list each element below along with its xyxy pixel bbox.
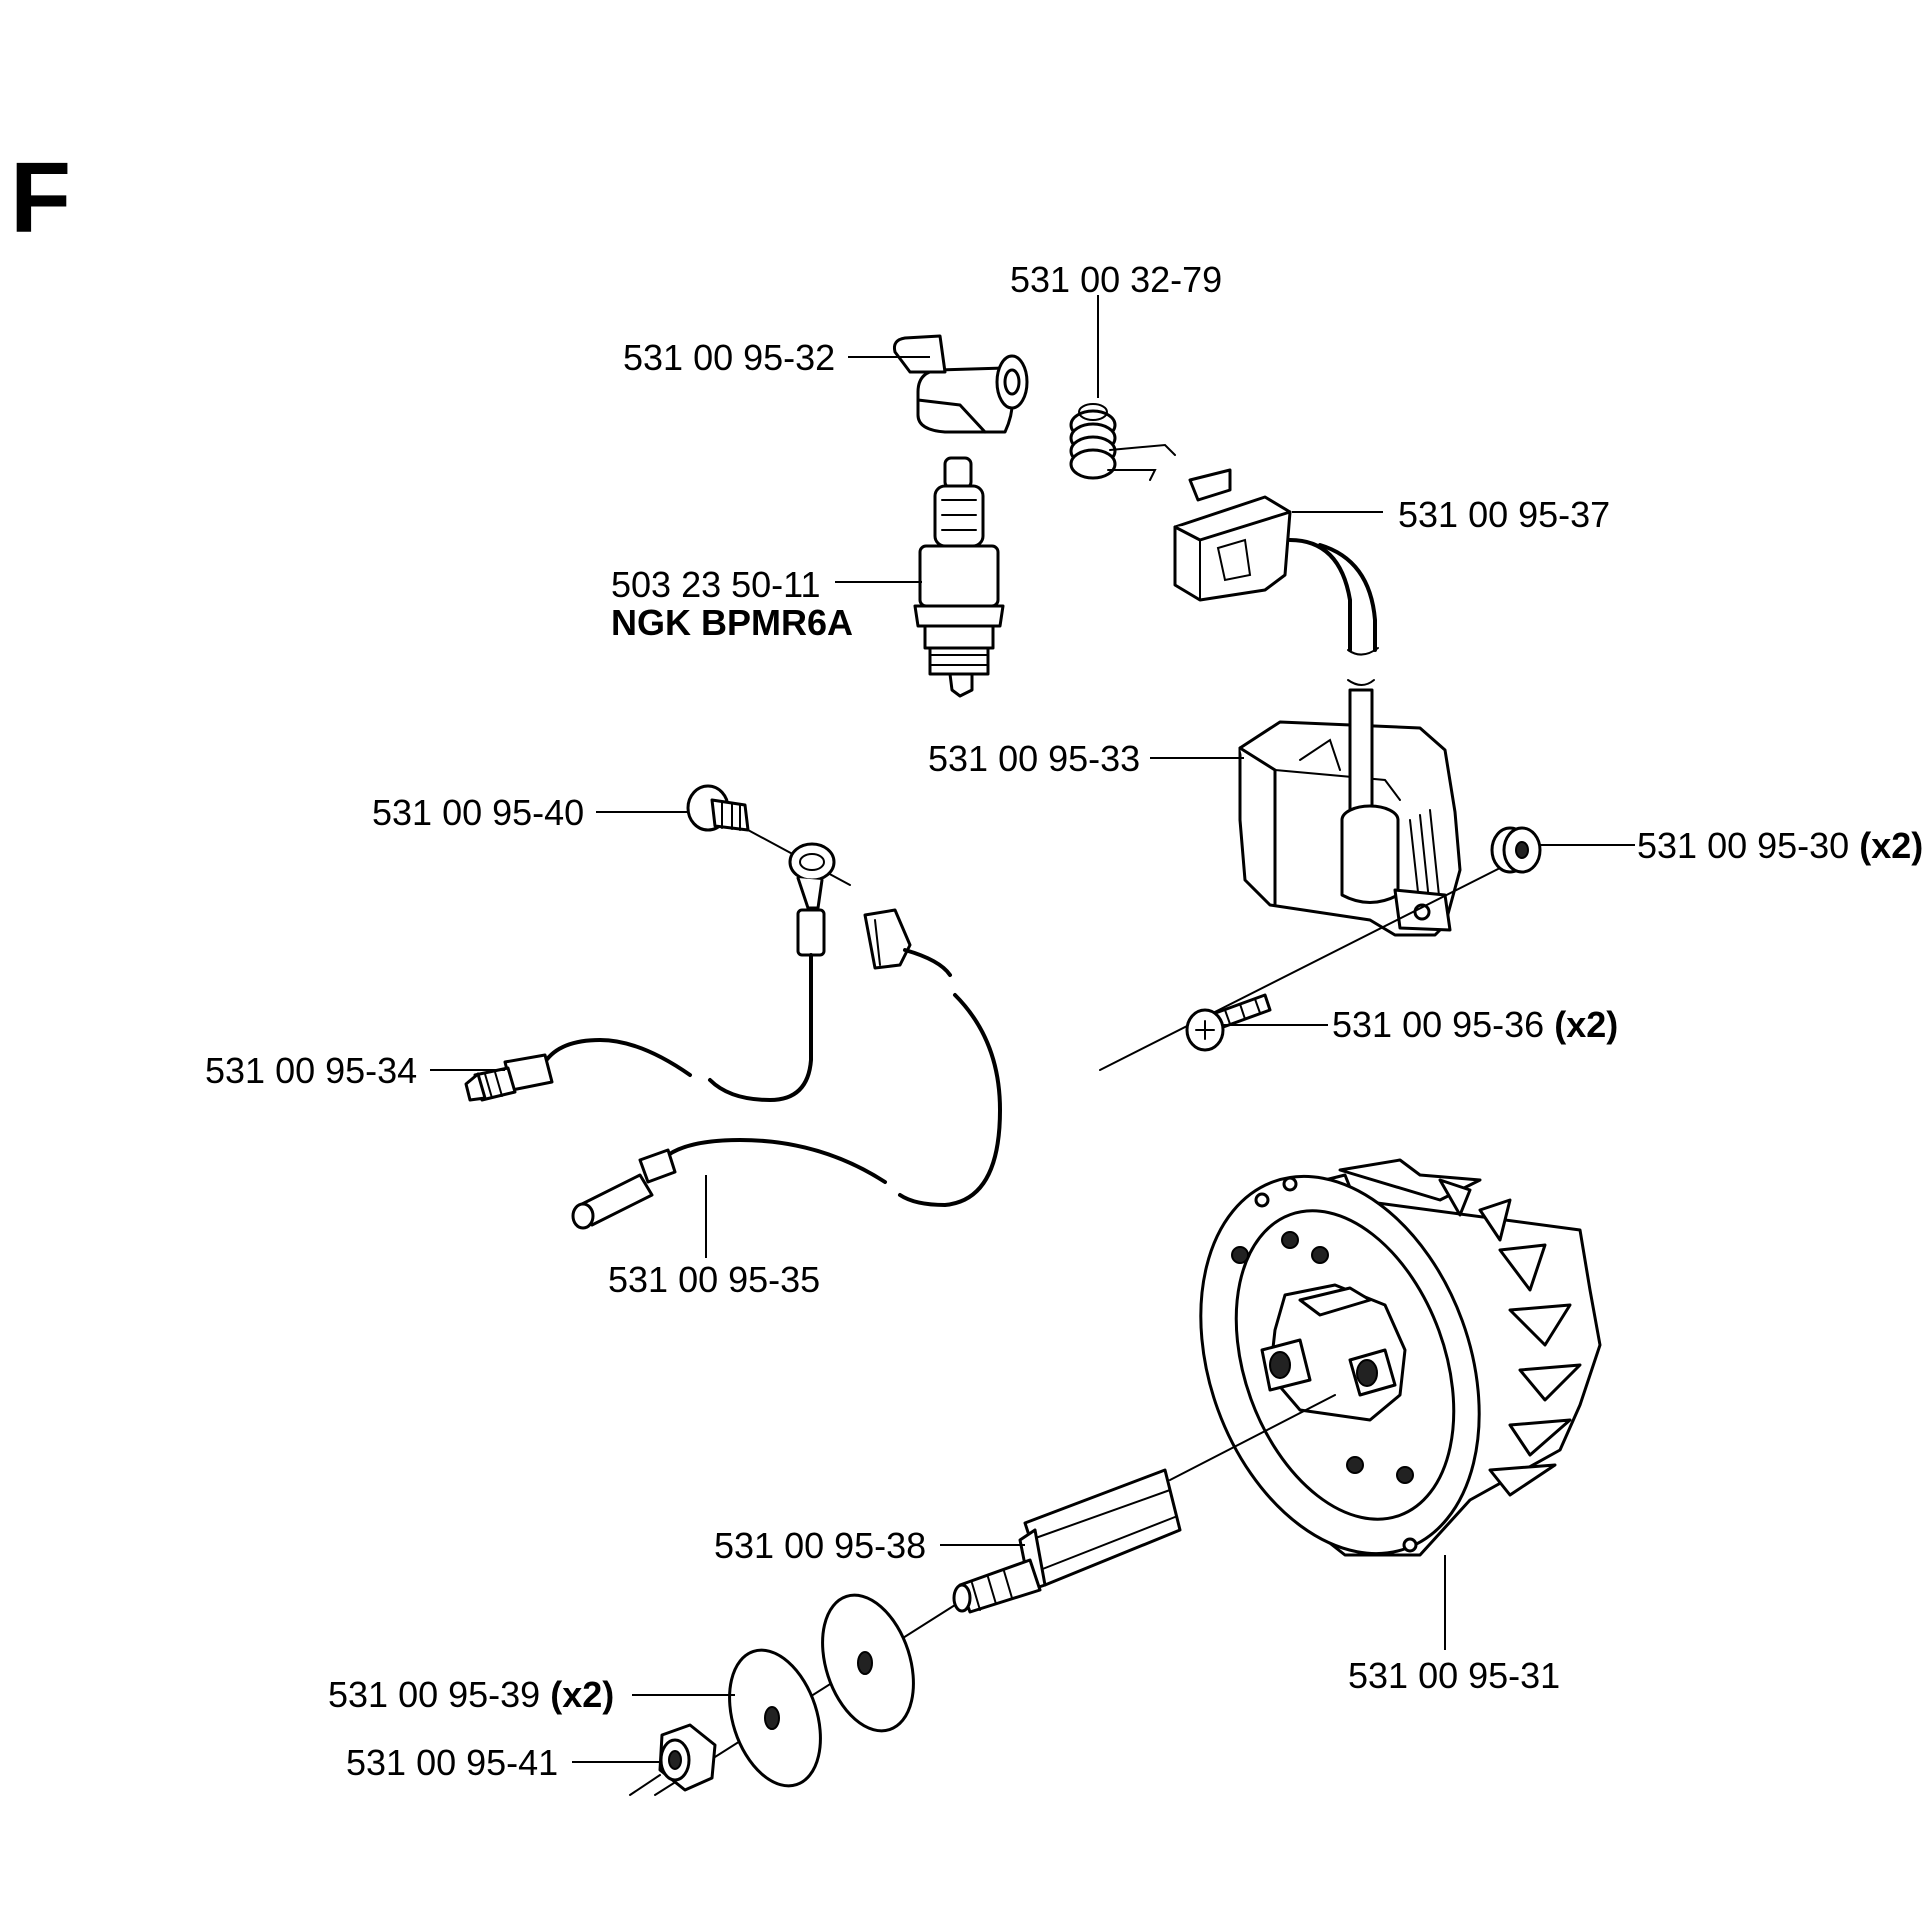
part-label-503-23-50-11: 503 23 50-11 xyxy=(611,564,821,605)
part-label-531-00-95-33: 531 00 95-33 xyxy=(928,738,1140,779)
torsion-spring-drawing xyxy=(1069,403,1176,481)
ignition-module-drawing xyxy=(1238,679,1462,937)
part-label-531-00-32-79: 531 00 32-79 xyxy=(1010,259,1222,300)
part-label-531-00-95-35: 531 00 95-35 xyxy=(608,1259,820,1300)
nut-axis-line xyxy=(629,1774,661,1796)
part-label-531-00-95-41: 531 00 95-41 xyxy=(346,1742,558,1783)
spark-plug-note: NGK BPMR6A xyxy=(611,602,853,643)
nut-drawing xyxy=(658,1723,717,1792)
bushing-drawing xyxy=(1490,826,1542,874)
module-screw-drawing xyxy=(1185,993,1272,1052)
part-label-531-00-95-37: 531 00 95-37 xyxy=(1398,494,1610,535)
leader-lines xyxy=(430,295,1635,1763)
part-label-531-00-95-32: 531 00 95-32 xyxy=(623,337,835,378)
short-circuit-cable-drawing xyxy=(571,908,1003,1230)
part-label-531-00-95-34: 531 00 95-34 xyxy=(205,1050,417,1091)
part-label-531-00-95-40: 531 00 95-40 xyxy=(372,792,584,833)
qty-label: (x2) xyxy=(1859,825,1923,866)
ground-wire-drawing xyxy=(464,842,836,1103)
ground-screw-drawing xyxy=(686,784,750,832)
spark-plug-drawing xyxy=(913,456,1005,698)
qty-label: (x2) xyxy=(1554,1004,1618,1045)
flywheel-axis-line xyxy=(1169,1394,1336,1481)
part-label-531-00-95-31: 531 00 95-31 xyxy=(1348,1655,1560,1696)
spark-plug-boot-drawing xyxy=(893,334,1029,434)
qty-label: (x2) xyxy=(550,1674,614,1715)
part-label-531-00-95-30: 531 00 95-30 (x2) xyxy=(1637,825,1923,866)
part-label-531-00-95-36: 531 00 95-36 (x2) xyxy=(1332,1004,1618,1045)
ignition-lead-drawing xyxy=(1173,468,1379,656)
part-label-531-00-95-38: 531 00 95-38 xyxy=(714,1525,926,1566)
washer-drawing-1 xyxy=(821,1593,915,1733)
part-label-531-00-95-39: 531 00 95-39 (x2) xyxy=(328,1674,614,1715)
section-letter: F xyxy=(10,142,71,254)
bushing-axis-line xyxy=(1099,867,1501,1071)
starter-stud-drawing xyxy=(952,1468,1182,1614)
washer-drawing-2 xyxy=(728,1648,822,1788)
flywheel-drawing xyxy=(1199,1158,1602,1557)
